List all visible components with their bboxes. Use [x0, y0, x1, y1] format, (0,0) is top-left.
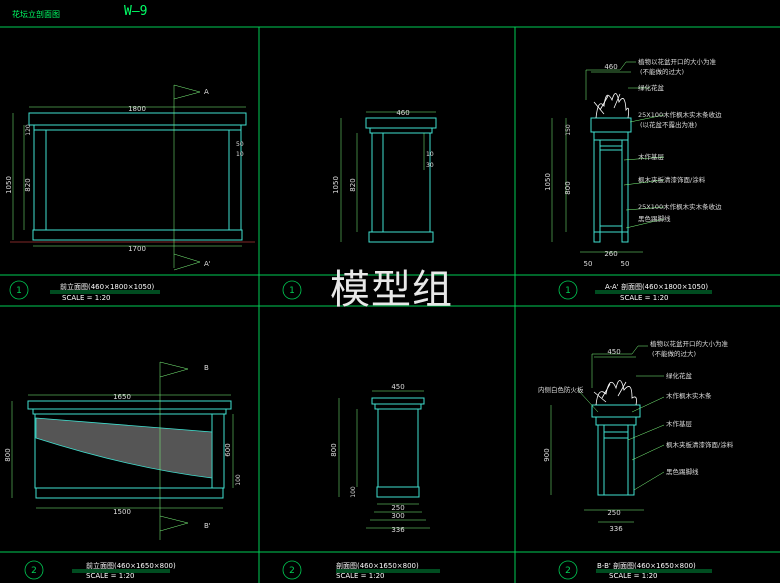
panel-title: 剖面图(460×1650×800) [336, 561, 419, 570]
annotation: 绿化花盆 [638, 83, 665, 92]
dim-label: 260 [604, 250, 617, 258]
panel-1-front-elevation [10, 84, 255, 271]
dim-label: 50 [621, 260, 630, 268]
dim-label: 10 [236, 151, 244, 158]
dim-label: 600 [224, 443, 232, 456]
dim-label: 820 [24, 178, 32, 191]
panel-number: 1 [289, 286, 295, 296]
annotation: 25X100木作枫木实木条收边 [638, 110, 722, 119]
panel-title: B-B' 剖面图(460×1650×800) [597, 561, 696, 570]
dim-label: 150 [565, 124, 572, 136]
section-marker: B [204, 364, 209, 372]
dim-label: 800 [330, 443, 338, 456]
dim-label: 820 [349, 178, 357, 191]
panel-1-section-aa [551, 61, 665, 253]
annotation: 木作基层 [666, 419, 693, 428]
annotation: 绿化花盆 [666, 371, 693, 380]
dim-label: 250 [607, 509, 620, 517]
dim-label: 250 [391, 504, 404, 512]
dim-label: 460 [396, 109, 409, 117]
dim-label: 50 [236, 141, 244, 148]
dim-label: 10 [426, 151, 434, 158]
panel-scale: SCALE = 1:20 [86, 572, 134, 580]
panel-2-front-elevation [11, 361, 234, 540]
annotation: 枫木夹板清漆饰面/涂料 [666, 440, 734, 449]
annotation: 植物以花盆开口的大小为准 [650, 339, 729, 348]
panel-scale: SCALE = 1:20 [336, 572, 384, 580]
sheet-code: W—9 [124, 4, 148, 19]
dim-label: 1050 [544, 173, 552, 191]
panel-grid [0, 26, 780, 583]
annotation: 枫木夹板清漆饰面/涂料 [638, 175, 706, 184]
panel-number: 2 [289, 566, 295, 576]
panel-title: 前立面图(460×1650×800) [86, 561, 176, 570]
annotation: 黑色踢脚线 [666, 467, 699, 476]
dim-label: 30 [426, 162, 434, 169]
dim-label: 800 [4, 448, 12, 461]
dim-label: 800 [564, 181, 572, 194]
dim-label: 450 [391, 383, 404, 391]
dim-label: 1500 [113, 508, 131, 516]
panel-scale: SCALE = 1:20 [609, 572, 657, 580]
annotation: 内侧白色防火板 [538, 385, 584, 394]
annotation: 木作枫木实木条 [666, 391, 712, 400]
watermark-text: 模型组 [330, 267, 453, 313]
panel-number: 2 [565, 566, 571, 576]
dim-label: 1650 [113, 393, 131, 401]
dim-label: 50 [584, 260, 593, 268]
sheet-title: 花坛立剖面图 [12, 10, 60, 19]
annotation: (以花盆不露出为准) [640, 120, 697, 129]
panel-2-section [338, 390, 430, 529]
dim-label: 100 [235, 474, 242, 486]
panel-title: 前立面图(460×1800×1050) [60, 282, 154, 291]
panel-2-section-bb [550, 345, 665, 523]
dim-label: 336 [391, 526, 405, 534]
panel-number: 1 [16, 286, 22, 296]
panel-number: 1 [565, 286, 571, 296]
annotation: 木作基层 [638, 152, 665, 161]
panel-scale: SCALE = 1:20 [620, 294, 668, 302]
annotation: 黑色踢脚线 [638, 214, 671, 223]
panel-title: A-A' 剖面图(460×1800×1050) [605, 282, 708, 291]
dim-label: 300 [391, 512, 404, 520]
dim-label: 1800 [128, 105, 146, 113]
annotation: (不能做的过大) [652, 349, 696, 358]
dim-label: 1050 [332, 176, 340, 194]
dim-label: 1700 [128, 245, 146, 253]
section-marker: B' [204, 522, 211, 530]
dim-label: 450 [607, 348, 620, 356]
annotation: 植物以花盆开口的大小为准 [638, 57, 717, 66]
dim-label: 900 [543, 448, 551, 461]
dim-label: 336 [609, 525, 623, 533]
panel-number: 2 [31, 566, 37, 576]
granite-texture [35, 417, 213, 479]
section-marker: A' [204, 260, 211, 268]
section-marker: A [204, 88, 209, 96]
annotation: (不能做的过大) [640, 67, 684, 76]
dim-label: 100 [350, 486, 357, 498]
dim-label: 120 [25, 124, 32, 136]
dim-label: 1050 [5, 176, 13, 194]
dim-label: 460 [604, 63, 617, 71]
annotation: 25X100木作枫木实木条收边 [638, 202, 722, 211]
panel-scale: SCALE = 1:20 [62, 294, 110, 302]
panel-1-side-elevation [340, 111, 437, 243]
